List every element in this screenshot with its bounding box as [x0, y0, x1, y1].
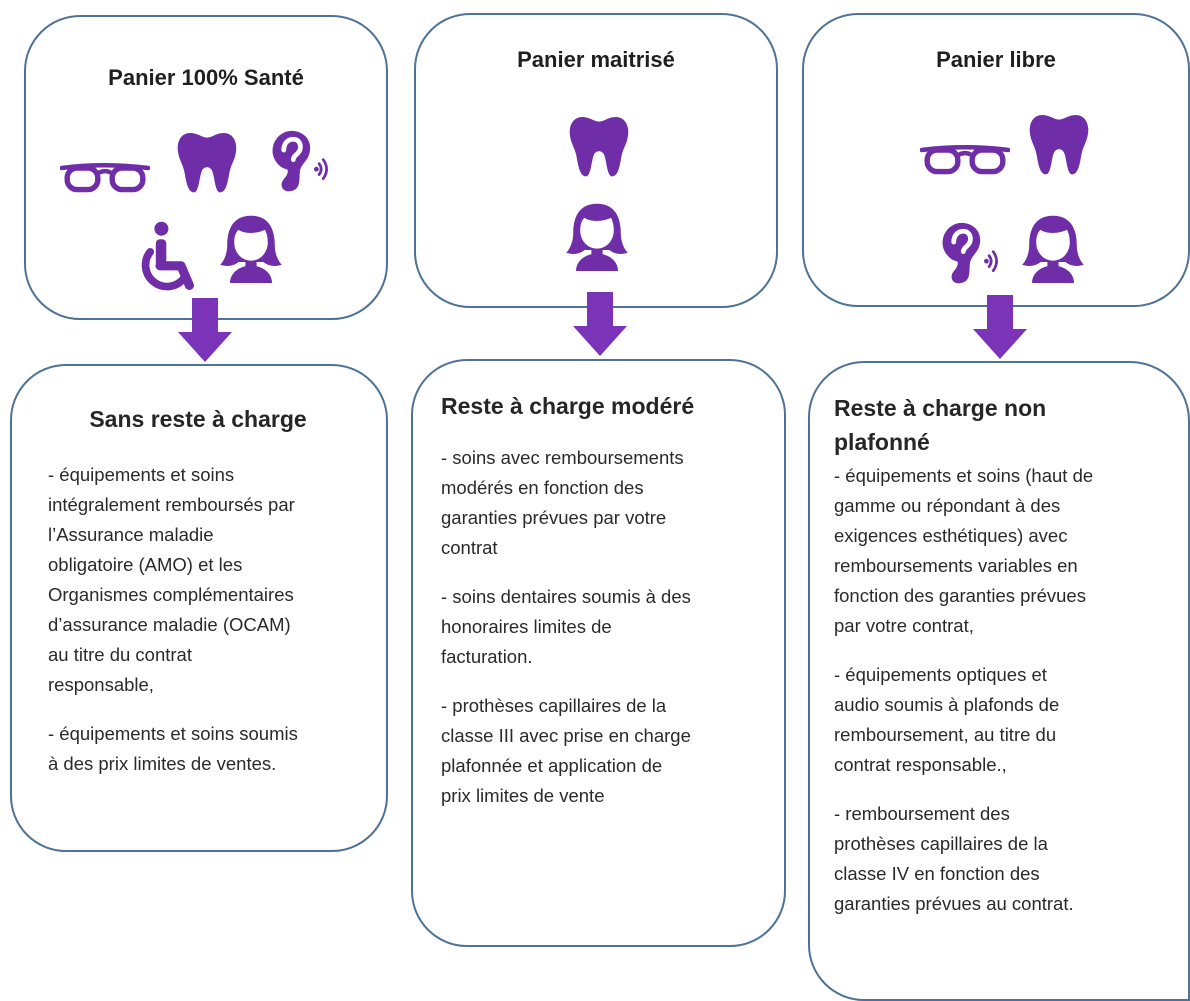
paragraph: - équipements et soins (haut de gamme ou… [834, 465, 1094, 636]
paragraph: - remboursement des prothèses capillaire… [834, 803, 1074, 914]
woman-icon [562, 199, 632, 273]
arrow-down-icon [973, 295, 1027, 359]
paragraph: - équipements optiques et audio soumis à… [834, 664, 1060, 775]
panier-libre-box: Panier libre [802, 13, 1190, 307]
reste-a-charge-modere-box: Reste à charge modéré - soins avec rembo… [411, 359, 786, 947]
tooth-icon [566, 113, 632, 179]
panier-maitrise-title: Panier maitrisé [517, 47, 675, 72]
paragraph: - soins avec remboursements modérés en f… [441, 447, 684, 558]
ear-icon [262, 127, 330, 195]
paragraph: - équipements et soins intégralement rem… [48, 464, 295, 695]
glasses-icon [60, 159, 150, 195]
sans-reste-a-charge-box: Sans reste à charge - équipements et soi… [10, 364, 388, 852]
glasses-icon [920, 141, 1010, 177]
paragraph: - équipements et soins soumis à des prix… [48, 723, 298, 774]
paragraph: - prothèses capillaires de la classe III… [441, 695, 691, 806]
panier-libre-title: Panier libre [936, 47, 1056, 72]
tooth-icon [174, 129, 240, 195]
woman-icon [1018, 211, 1088, 285]
reste-a-charge-modere-title: Reste à charge modéré [441, 393, 695, 419]
wheelchair-icon [132, 221, 202, 291]
panier-maitrise-box: Panier maitrisé [414, 13, 778, 308]
arrow-down-icon [178, 298, 232, 362]
ear-icon [932, 219, 1000, 287]
paragraph: - soins dentaires soumis à des honoraire… [441, 586, 691, 667]
arrow-down-icon [573, 292, 627, 356]
sans-reste-a-charge-title: Sans reste à charge [89, 406, 307, 432]
reste-a-charge-non-plafonne-title: Reste à charge non plafonné [834, 395, 1047, 455]
reste-a-charge-non-plafonne-box: Reste à charge non plafonné - équipement… [808, 361, 1190, 1001]
panier-100-sante-title: Panier 100% Santé [108, 65, 304, 90]
panier-100-sante-box: Panier 100% Santé [24, 15, 388, 320]
woman-icon [216, 211, 286, 285]
tooth-icon [1026, 111, 1092, 177]
